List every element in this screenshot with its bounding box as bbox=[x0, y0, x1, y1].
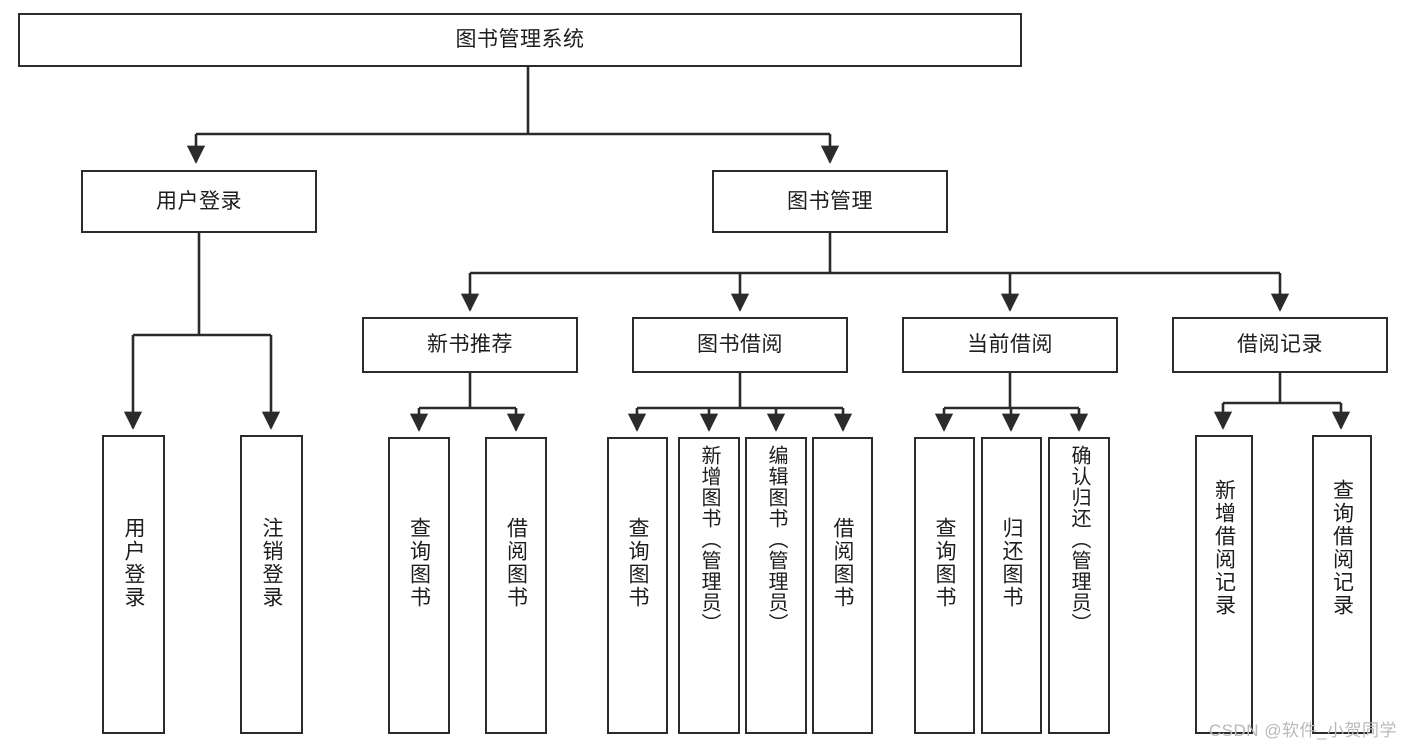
node-leaf-confirm-return-admin-label: 确认归还（管理员） bbox=[1068, 445, 1090, 634]
node-leaf-query-book-2[interactable]: 查询图书 bbox=[607, 437, 668, 734]
node-leaf-add-book-admin[interactable]: 新增图书（管理员） bbox=[678, 437, 740, 734]
node-new-book-recommend-label: 新书推荐 bbox=[427, 333, 513, 357]
node-leaf-user-login-label: 用户登录 bbox=[122, 517, 145, 609]
node-book-manage-label: 图书管理 bbox=[787, 189, 873, 213]
node-root[interactable]: 图书管理系统 bbox=[18, 13, 1022, 67]
node-leaf-edit-book-admin-label: 编辑图书（管理员） bbox=[765, 445, 787, 634]
node-book-borrow[interactable]: 图书借阅 bbox=[632, 317, 848, 373]
node-borrow-record-label: 借阅记录 bbox=[1237, 333, 1323, 357]
node-leaf-borrow-book-2-label: 借阅图书 bbox=[831, 517, 854, 609]
node-leaf-logout-login-label: 注销登录 bbox=[260, 517, 283, 609]
node-borrow-record[interactable]: 借阅记录 bbox=[1172, 317, 1388, 373]
node-leaf-query-book-1[interactable]: 查询图书 bbox=[388, 437, 450, 734]
node-root-label: 图书管理系统 bbox=[455, 28, 585, 52]
node-current-borrow[interactable]: 当前借阅 bbox=[902, 317, 1118, 373]
node-leaf-add-borrow-record-label: 新增借阅记录 bbox=[1212, 479, 1236, 617]
node-leaf-query-book-1-label: 查询图书 bbox=[407, 517, 431, 609]
node-leaf-edit-book-admin[interactable]: 编辑图书（管理员） bbox=[745, 437, 807, 734]
node-leaf-borrow-book-2[interactable]: 借阅图书 bbox=[812, 437, 873, 734]
node-user-login[interactable]: 用户登录 bbox=[81, 170, 317, 233]
node-leaf-add-book-admin-label: 新增图书（管理员） bbox=[698, 445, 720, 634]
node-leaf-query-book-2-label: 查询图书 bbox=[626, 517, 649, 609]
node-leaf-query-book-3[interactable]: 查询图书 bbox=[914, 437, 975, 734]
node-current-borrow-label: 当前借阅 bbox=[967, 333, 1053, 357]
node-leaf-user-login[interactable]: 用户登录 bbox=[102, 435, 165, 734]
node-leaf-borrow-book-1[interactable]: 借阅图书 bbox=[485, 437, 547, 734]
node-book-borrow-label: 图书借阅 bbox=[697, 333, 783, 357]
node-leaf-add-borrow-record[interactable]: 新增借阅记录 bbox=[1195, 435, 1253, 734]
node-leaf-query-book-3-label: 查询图书 bbox=[933, 517, 956, 609]
node-leaf-confirm-return-admin[interactable]: 确认归还（管理员） bbox=[1048, 437, 1110, 734]
node-leaf-return-book-label: 归还图书 bbox=[1000, 517, 1023, 609]
node-leaf-return-book[interactable]: 归还图书 bbox=[981, 437, 1042, 734]
node-book-manage[interactable]: 图书管理 bbox=[712, 170, 948, 233]
node-leaf-query-borrow-record[interactable]: 查询借阅记录 bbox=[1312, 435, 1372, 734]
node-leaf-logout-login[interactable]: 注销登录 bbox=[240, 435, 303, 734]
node-new-book-recommend[interactable]: 新书推荐 bbox=[362, 317, 578, 373]
node-user-login-label: 用户登录 bbox=[156, 189, 242, 213]
node-leaf-borrow-book-1-label: 借阅图书 bbox=[504, 517, 528, 609]
node-leaf-query-borrow-record-label: 查询借阅记录 bbox=[1330, 479, 1354, 617]
